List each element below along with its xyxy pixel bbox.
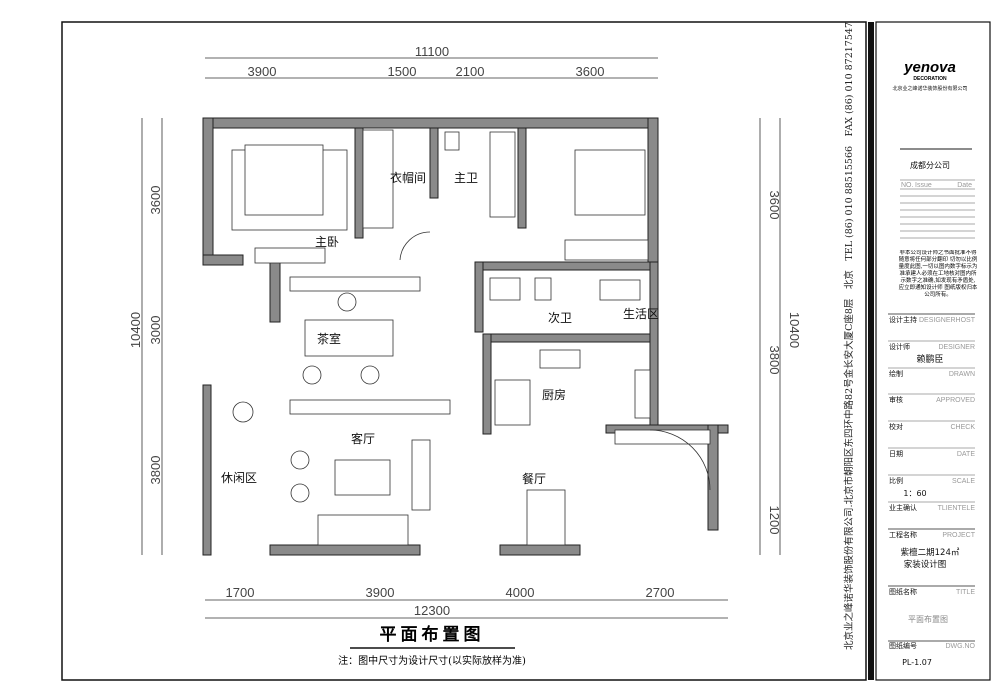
room-dining-room: 餐厅	[522, 471, 546, 486]
company-name: 北京业之峰诺华装饰股份有限公司	[892, 85, 967, 92]
room-walk-in-closet: 衣帽间	[390, 170, 426, 185]
field-check-label: 校对	[889, 422, 903, 431]
field-scale-value: 1：60	[903, 489, 926, 498]
dim-right-2: 3800	[767, 346, 782, 375]
yenova-logo: yenova	[903, 59, 956, 76]
issue-date: Date	[957, 182, 972, 189]
field-approved-label: 审核	[889, 395, 903, 404]
field-title-en: TITLE	[956, 589, 975, 596]
field-project-value: 紫檀二期124㎡	[901, 547, 960, 558]
copyright-notice: 非本公司设计师之书面批准不得随意将任何部分翻印 切勿以比例量度此图,一切以图内数…	[898, 250, 978, 298]
field-designerhost-en: DESIGNERHOST	[919, 317, 976, 324]
room-leisure-area: 休闲区	[221, 471, 257, 485]
dim-left-1: 3600	[148, 186, 163, 215]
field-approved-en: APPROVED	[936, 397, 975, 404]
logo-sub: DECORATION	[913, 76, 947, 82]
furniture	[231, 129, 711, 546]
field-designer-label: 设计师	[889, 342, 910, 351]
issue-label: Issue	[915, 182, 932, 189]
room-kitchen: 厨房	[542, 387, 566, 402]
field-designer-value: 赖鹏臣	[916, 353, 943, 365]
field-date-label: 日期	[889, 450, 903, 458]
field-title-label: 图纸名称	[889, 587, 917, 596]
dim-top-4: 3600	[576, 64, 605, 79]
company-address: 北京业之峰诺华装饰股份有限公司.北京市朝阳区东四环中路82号金长安大厦C座8层 …	[843, 22, 855, 650]
room-living-room: 客厅	[351, 431, 375, 446]
dim-left-3: 3800	[148, 456, 163, 485]
dim-right-total: 10400	[787, 312, 802, 348]
dim-top-3: 2100	[456, 64, 485, 79]
dim-bottom-total: 12300	[414, 603, 450, 618]
title-block-frame	[875, 21, 991, 681]
dim-left-2: 3000	[148, 316, 163, 345]
plan-title: 平面布置图	[380, 624, 485, 645]
dim-right-3: 1200	[767, 506, 782, 535]
field-project-label: 工程名称	[889, 530, 917, 539]
field-project-en: PROJECT	[942, 532, 975, 539]
dim-right-1: 3600	[767, 191, 782, 220]
field-scale-en: SCALE	[952, 478, 975, 485]
room-living-area: 生活区	[623, 307, 659, 321]
field-dwgno-en: DWG.NO	[945, 643, 975, 650]
room-master-bath: 主卫	[454, 171, 478, 185]
title-block-fields: 设计主持 DESIGNERHOST 设计师 DESIGNER 赖鹏臣 绘制 DR…	[888, 313, 976, 667]
drawing-frame	[61, 21, 867, 681]
field-date-en: DATE	[957, 451, 975, 458]
dimension-lines	[141, 57, 781, 619]
field-dwgno-label: 图纸编号	[889, 641, 917, 650]
dim-bottom-3: 4000	[506, 585, 535, 600]
field-designerhost-label: 设计主持	[889, 315, 917, 324]
frame-bar	[868, 22, 874, 680]
field-project-line2: 家装设计图	[904, 559, 947, 570]
field-designer-en: DESIGNER	[938, 344, 975, 351]
dim-bottom-1: 1700	[226, 585, 255, 600]
room-second-bath: 次卫	[548, 311, 572, 325]
field-drawn-label: 绘制	[889, 369, 903, 378]
dim-top-2: 1500	[388, 64, 417, 79]
field-client-label: 业主确认	[889, 503, 917, 512]
room-master-bedroom: 主卧	[315, 235, 339, 249]
dim-bottom-2: 3900	[366, 585, 395, 600]
branch-name: 成都分公司	[910, 160, 950, 170]
room-tea-room: 茶室	[317, 331, 341, 346]
field-scale-label: 比例	[889, 476, 903, 485]
walls	[202, 117, 729, 556]
field-drawn-en: DRAWN	[949, 371, 975, 378]
plan-note: 注：图中尺寸为设计尺寸(以实际放样为准)	[338, 654, 526, 667]
field-check-en: CHECK	[950, 424, 975, 431]
dim-top-total: 11100	[415, 44, 449, 59]
dim-left-total: 10400	[128, 312, 143, 348]
dim-bottom-4: 2700	[646, 585, 675, 600]
issue-no: NO.	[901, 182, 914, 189]
field-title-value: 平面布置图	[908, 614, 948, 624]
field-dwgno-value: PL-1.07	[902, 658, 932, 667]
dim-top-1: 3900	[248, 64, 277, 79]
field-client-en: TLIENTELE	[938, 505, 976, 512]
